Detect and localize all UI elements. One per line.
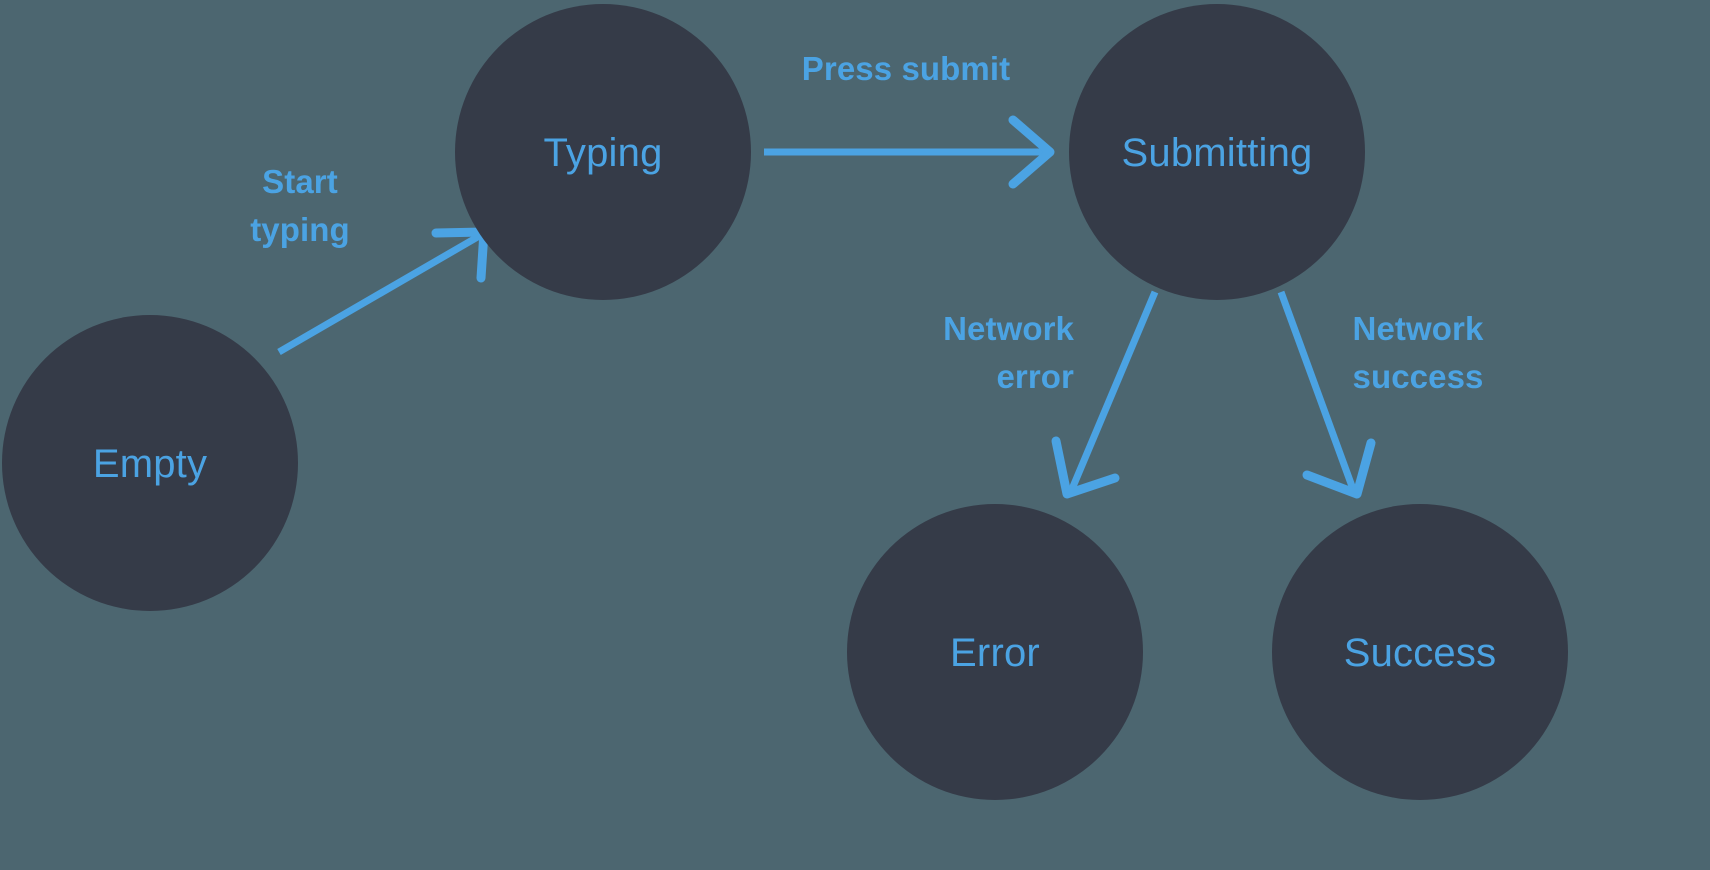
arrowhead-icon-typing-to-submitting xyxy=(1008,115,1055,189)
state-label-empty: Empty xyxy=(93,442,207,486)
edge-line-submitting-to-error xyxy=(1068,290,1159,491)
state-node-empty[interactable]: Empty xyxy=(2,315,298,611)
state-node-success[interactable]: Success xyxy=(1272,504,1568,800)
edge-label-typing-to-submitting: Press submit xyxy=(802,50,1010,87)
state-node-error[interactable]: Error xyxy=(847,504,1143,800)
state-node-typing[interactable]: Typing xyxy=(455,4,751,300)
state-label-submitting: Submitting xyxy=(1122,131,1313,175)
arrowhead-icon-submitting-to-error xyxy=(1051,436,1120,499)
edge-label-submitting-to-success: Network success xyxy=(1353,310,1484,395)
state-circle-error[interactable] xyxy=(847,504,1143,800)
edge-typing-to-submitting: Press submit xyxy=(764,50,1055,189)
edge-label-line: typing xyxy=(250,211,350,248)
state-label-success: Success xyxy=(1344,631,1497,675)
state-circle-typing[interactable] xyxy=(455,4,751,300)
edge-submitting-to-error: Network error xyxy=(943,290,1159,499)
state-node-submitting[interactable]: Submitting xyxy=(1069,4,1365,300)
edge-label-submitting-to-error: Network error xyxy=(943,310,1074,395)
state-label-typing: Typing xyxy=(543,131,662,175)
edge-submitting-to-success: Network success xyxy=(1277,290,1484,499)
edge-label-line: Network xyxy=(1353,310,1484,347)
edge-line-submitting-to-success xyxy=(1277,290,1357,491)
edge-label-line: success xyxy=(1353,358,1484,395)
state-label-error: Error xyxy=(950,631,1040,675)
edge-label-line: Press submit xyxy=(802,50,1010,87)
edge-label-empty-to-typing: Start typing xyxy=(250,163,350,248)
edge-label-line: error xyxy=(996,358,1074,395)
edge-label-line: Start xyxy=(262,163,338,200)
edge-empty-to-typing: Start typing xyxy=(250,163,489,356)
state-circle-empty[interactable] xyxy=(2,315,298,611)
state-circle-submitting[interactable] xyxy=(1069,4,1365,300)
edge-label-line: Network xyxy=(943,310,1074,347)
state-circle-success[interactable] xyxy=(1272,504,1568,800)
arrowhead-icon-submitting-to-success xyxy=(1302,438,1376,499)
edge-line-empty-to-typing xyxy=(277,231,483,356)
